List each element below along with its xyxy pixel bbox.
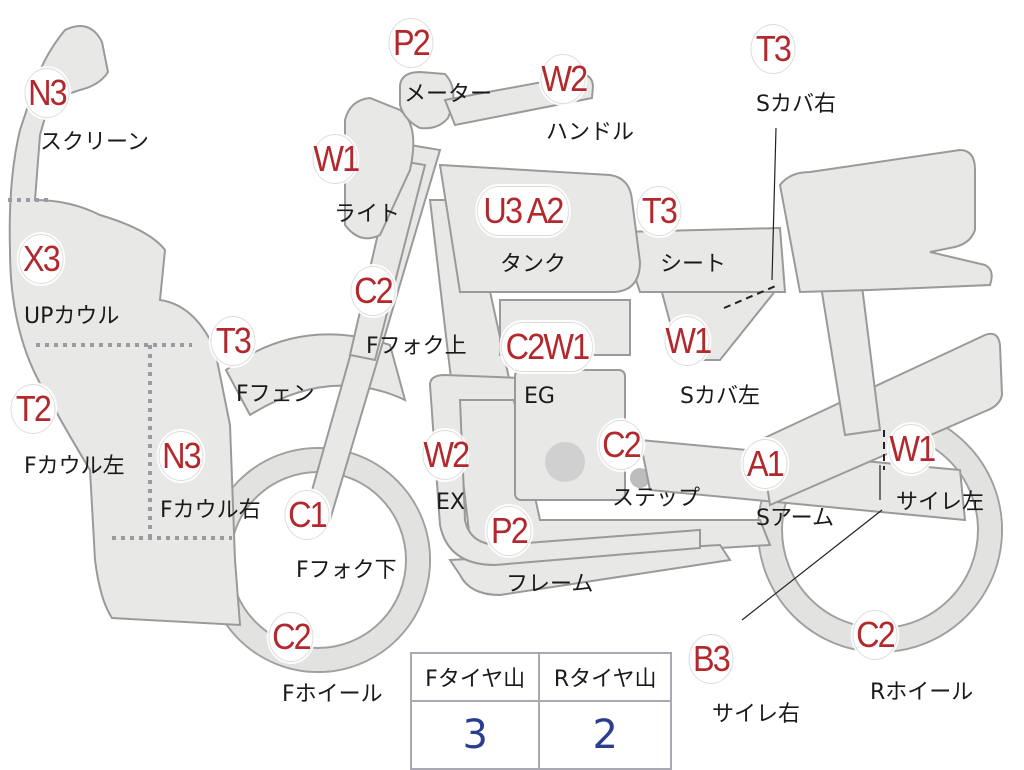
tank-label: タンク [500, 252, 567, 277]
meter-grade-badge[interactable]: P2 [388, 18, 434, 68]
front-cowl-left-label: Fカウル左 [24, 454, 125, 479]
screen-grade-badge[interactable]: N3 [24, 68, 70, 118]
side-cover-left-grade-badge[interactable]: W1 [664, 316, 712, 366]
front-cowl-right-grade-badge[interactable]: N3 [158, 431, 204, 481]
engine-grade-badge[interactable]: C2W1 [501, 322, 593, 372]
step-grade-badge[interactable]: C2 [598, 420, 644, 470]
front-fender-label: Fフェン [236, 382, 315, 407]
front-fender-grade-badge[interactable]: T3 [210, 316, 256, 366]
screen-label: スクリーン [40, 130, 149, 155]
rear-wheel-label: Rホイール [870, 680, 974, 705]
headlight-shape [344, 96, 415, 240]
frame-label: フレーム [506, 572, 594, 597]
muffler-right-grade-badge[interactable]: B3 [688, 634, 734, 684]
seat-grade-badge[interactable]: T3 [636, 186, 682, 236]
meter-shape [399, 70, 455, 130]
muffler-right-label: サイレ右 [712, 702, 801, 727]
rear-tire-value[interactable]: 2 [538, 700, 672, 770]
front-wheel-label: Fホイール [282, 682, 383, 707]
front-fork-upper-label: Fフォク上 [366, 334, 467, 359]
swing-arm-grade-badge[interactable]: A1 [742, 439, 788, 489]
muffler-left-grade-badge[interactable]: W1 [888, 424, 936, 474]
tail-shape [778, 148, 993, 294]
front-fork-lower-grade-badge[interactable]: C1 [284, 490, 330, 540]
exhaust-grade-badge[interactable]: W2 [422, 430, 470, 480]
side-cover-right-label: Sカバ右 [756, 92, 836, 117]
engine-label: EG [524, 384, 555, 409]
exhaust-shape [428, 373, 701, 567]
meter-label: メーター [404, 82, 493, 107]
side-cover-right-grade-badge[interactable]: T3 [750, 24, 796, 74]
exhaust-label: EX [436, 490, 465, 515]
upper-cowl-grade-badge[interactable]: X3 [18, 234, 64, 284]
front-tire-value[interactable]: 3 [409, 700, 541, 770]
step-label: ステップ [612, 486, 701, 511]
frame-grade-badge[interactable]: P2 [486, 506, 532, 556]
front-tire-header: Fタイヤ山 [409, 652, 541, 702]
swing-arm-label: Sアーム [756, 506, 834, 531]
handle-grade-badge[interactable]: W2 [540, 54, 588, 104]
front-wheel-grade-badge[interactable]: C2 [268, 612, 314, 662]
tank-grade-badge[interactable]: U3 A2 [477, 186, 569, 236]
upper-cowl-label: UPカウル [24, 304, 120, 329]
front-fork-lower-label: Fフォク下 [296, 558, 397, 583]
handle-label: ハンドル [546, 120, 635, 145]
front-fork-upper-grade-badge[interactable]: C2 [350, 266, 396, 316]
side-cover-left-label: Sカバ左 [680, 384, 760, 409]
muffler-left-label: サイレ左 [896, 490, 985, 515]
rear-tire-header: Rタイヤ山 [538, 652, 672, 702]
front-cowl-left-grade-badge[interactable]: T2 [10, 384, 56, 434]
tire-tread-table: Fタイヤ山 Rタイヤ山 3 2 [409, 652, 672, 770]
light-label: ライト [334, 202, 401, 227]
muffler-shape [758, 332, 1004, 507]
rear-wheel-grade-badge[interactable]: C2 [852, 610, 898, 660]
seat-label: シート [660, 252, 727, 277]
light-grade-badge[interactable]: W1 [312, 134, 360, 184]
front-cowl-right-label: Fカウル右 [160, 498, 261, 523]
